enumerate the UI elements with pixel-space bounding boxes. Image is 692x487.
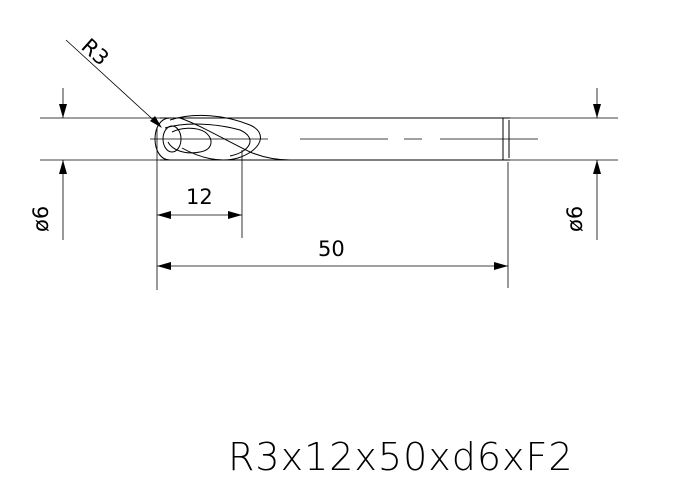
flute-curves	[162, 114, 291, 161]
overall-dim-arrow-left	[157, 262, 171, 270]
spec-label: R3x12x50xd6xF2	[228, 435, 574, 479]
flute-curve-1	[169, 114, 261, 161]
flute-curve-3	[179, 117, 291, 161]
flute-dim-arrow-right	[228, 211, 242, 219]
overall-length-dimension: 50	[157, 162, 509, 288]
flute-curve-4	[167, 127, 212, 154]
radius-leader-arrow	[150, 116, 162, 128]
flute-length-dimension: 12	[156, 128, 243, 290]
overall-length-label: 50	[318, 237, 345, 261]
right-dia-arrow-bottom	[593, 160, 601, 174]
flute-length-label: 12	[186, 185, 213, 209]
radius-leader-line	[65, 39, 161, 127]
extension-lines	[40, 117, 618, 161]
radius-label: R3	[77, 34, 114, 71]
right-diameter-label: ø6	[563, 206, 587, 232]
flute-dim-arrow-left	[157, 211, 171, 219]
radius-callout: R3	[65, 34, 162, 128]
right-dia-arrow-top	[593, 104, 601, 118]
left-dia-arrow-bottom	[59, 160, 67, 174]
overall-dim-arrow-right	[494, 262, 508, 270]
left-diameter-dimension: ø6	[29, 88, 67, 240]
right-diameter-dimension: ø6	[563, 88, 601, 240]
left-diameter-label: ø6	[29, 206, 53, 232]
left-dia-arrow-top	[59, 104, 67, 118]
